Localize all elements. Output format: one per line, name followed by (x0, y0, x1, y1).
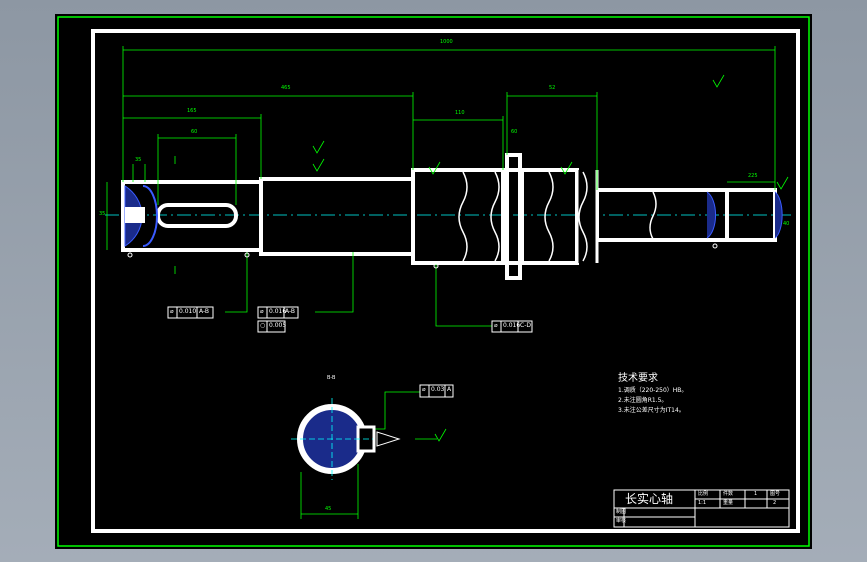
dim-label-1: 465 (281, 85, 291, 91)
tb-cell-3: 图号 (770, 491, 781, 497)
inner-border (91, 29, 800, 533)
cad-drawing-canvas: 1000 465 165 60 110 52 60 225 35 35 40 4… (55, 14, 812, 549)
tol-2-symbol: ⌀ (260, 308, 264, 315)
tb-row-1: 审核 (616, 518, 627, 524)
tb-cell-4: 1:1 (698, 500, 707, 506)
section-view (291, 398, 401, 519)
tb-row-0: 制图 (616, 509, 627, 515)
tol-5-symbol: ⌀ (422, 386, 426, 393)
tol-3-symbol: ○ (260, 322, 266, 329)
dim-total-length: 1000 (440, 39, 453, 45)
tb-cell-1: 件数 (723, 491, 734, 497)
key-hatch-block (125, 207, 145, 223)
outer-frame (57, 16, 810, 547)
tb-cell-2: 1 (754, 491, 758, 497)
tol-1-datum: A-B (199, 308, 210, 315)
tech-item-2: 2.未注圆角R1.5。 (618, 397, 668, 404)
section-label: B-B (327, 375, 336, 381)
dim-label-5: 52 (549, 85, 556, 91)
dim-label-7: 225 (748, 173, 758, 179)
tol-1-symbol: ⌀ (170, 308, 174, 315)
break-waves (458, 171, 657, 262)
dim-label-4: 110 (455, 110, 465, 116)
tb-cell-5: 重量 (723, 500, 734, 506)
tb-cell-0: 比例 (698, 491, 709, 497)
tb-cell-6: 2 (773, 500, 777, 506)
dim-label-3: 60 (191, 129, 198, 135)
datum-markers (127, 243, 718, 269)
tol-2-value: 0.016 (269, 308, 287, 315)
hatch-right (706, 191, 717, 239)
tol-5-value: 0.03 (431, 386, 445, 393)
keyway-slot (156, 203, 238, 228)
tech-requirements: 技术要求 1.调质（220-250）HB。 2.未注圆角R1.5。 3.未注公差… (618, 374, 687, 414)
break-gap (577, 170, 597, 263)
tol-4-value: 0.016 (503, 322, 521, 329)
hatch-left-arc (142, 185, 158, 247)
dim-label-11: 45 (325, 506, 332, 512)
title-block (613, 489, 790, 528)
surface-finish-marks (312, 74, 789, 442)
shaft-collar (505, 153, 522, 280)
tol-5-datum: A (447, 386, 452, 393)
dim-label-8: 35 (135, 157, 142, 163)
tol-1-value: 0.010 (179, 308, 197, 315)
dim-label-6: 60 (511, 129, 518, 135)
tolerance-frame-boxes (167, 306, 533, 398)
tech-item-3: 3.未注公差尺寸为IT14。 (618, 407, 685, 414)
tech-item-1: 1.调质（220-250）HB。 (618, 387, 688, 394)
dim-label-2: 165 (187, 108, 197, 114)
tech-heading: 技术要求 (618, 373, 658, 384)
tol-2-datum: A-B (285, 308, 296, 315)
dim-label-9: 35 (99, 211, 106, 217)
tol-4-datum: C-D (520, 322, 531, 329)
drawing-title: 长实心轴 (625, 492, 674, 506)
tol-3-value: 0.005 (269, 322, 287, 329)
dim-label-10: 40 (783, 221, 790, 227)
shaft-outline (121, 168, 777, 265)
hatch-right-end (774, 191, 783, 239)
drawing-svg (57, 16, 810, 547)
tol-4-symbol: ⌀ (494, 322, 498, 329)
